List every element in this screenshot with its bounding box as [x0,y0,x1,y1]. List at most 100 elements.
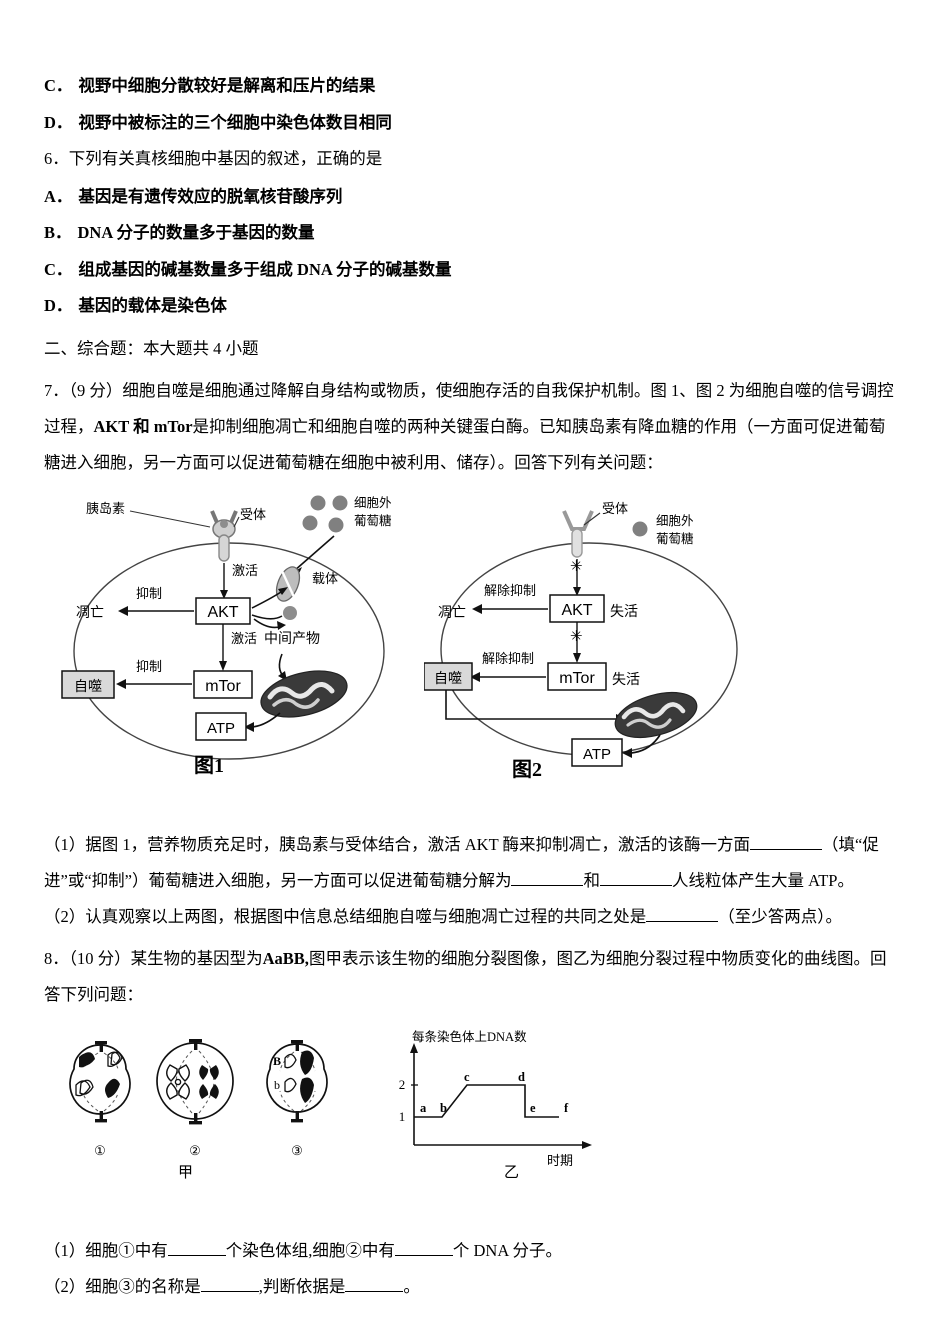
q7-stem-line3: 糖进入细胞，另一方面可以促进葡萄糖在细胞中被利用、储存）。回答下列有关问题： [44,452,663,472]
autophagy-box [61,669,115,699]
mtor-label: mTor [205,678,241,695]
mtor-box [193,669,253,699]
cell-3-diagram: B b [266,1039,328,1122]
chart-point-b: b [440,1101,447,1115]
option-label: C． [44,259,73,279]
chart-point-a: a [420,1101,427,1115]
q8-stem-c: 图甲表示该生物的细胞分裂图像，图乙为细胞分裂过程中物质变化的曲线图。回 [308,948,887,968]
cell-3-allele-lower: b [274,1078,280,1092]
option-text: DNA 分子的数量多于基因的数量 [77,223,315,242]
q7-sub2-text-a: （2）认真观察以上两图，根据图中信息总结细胞自噬与细胞凋亡过程的共同之处是 [44,906,647,926]
inhibit-label-1: 抑制 [136,586,162,601]
atp-box [195,711,247,741]
choice-text: 视野中被标注的三个细胞中染色体数目相同 [78,112,392,132]
question-7-sub-2: （2）认真观察以上两图，根据图中信息总结细胞自噬与细胞凋亡过程的共同之处是 （至少… [44,899,916,935]
figure-jia-caption: 甲 [178,1164,194,1181]
q7-stem-line2a: 过程， [44,416,94,436]
option-text: 基因是有遗传效应的脱氧核苷酸序列 [78,186,343,206]
option-text: 组成基因的碱基数量多于组成 DNA 分子的碱基数量 [78,259,452,279]
answer-blank[interactable] [345,1290,404,1292]
choice-c-q5: C． 视野中细胞分散较好是解离和压片的结果 [44,76,916,95]
chart-x-axis-label: 时期 [547,1153,573,1168]
question-6-option-a: A．基因是有遗传效应的脱氧核苷酸序列 [44,186,916,206]
figure-yi-chart: 每条染色体上DNA数 2 1 a b c d e f 时期 [399,1029,592,1168]
receptor-label: 受体 [602,501,628,516]
answer-blank[interactable] [511,884,584,886]
intermediate-product-label: 中间产物 [264,631,320,647]
q7-sub1-text-a: （1）据图 1，营养物质充足时，胰岛素与受体结合，激活 AKT 酶来抑制凋亡，激… [44,834,750,854]
q8-sub2-text-b: ,判断依据是 [258,1276,346,1296]
mtor-box [547,661,607,691]
apoptosis-label: 凋亡 [438,605,466,621]
akt-label: AKT [561,602,592,619]
answer-blank[interactable] [646,920,719,922]
answer-blank[interactable] [750,848,822,850]
receptor-label: 受体 [240,507,266,522]
mtor-inactive-label: 失活 [612,672,640,688]
figure-jia-cells: ① [69,1038,328,1158]
question-6-option-c: C．组成基因的碱基数量多于组成 DNA 分子的碱基数量 [44,259,916,279]
glucose-in-carrier-icon [283,605,297,620]
choice-label: C． [44,76,73,95]
q7-sub1-text-d: 和 [583,870,600,890]
extracellular-label-line1: 细胞外 [354,496,392,510]
choice-label: D． [44,112,73,132]
question-7-stem: 7．（9 分）细胞自噬是细胞通过降解自身结构或物质，使细胞存活的自我保护机制。图… [44,373,916,481]
cell-membrane-outline [440,541,738,756]
choice-text: 视野中细胞分散较好是解离和压片的结果 [78,76,376,95]
extracellular-label-line1: 细胞外 [656,514,694,528]
section-2-heading: 二、综合题：本大题共 4 小题 [44,338,259,358]
q8-sub2-text-c: 。 [403,1276,420,1296]
carrier-label: 载体 [312,571,338,586]
inhibit-label-2: 抑制 [136,659,162,674]
receptor-icon [210,509,238,562]
mitochondrion-icon [260,669,348,718]
extracellular-glucose-icon [302,495,348,532]
chart-point-d: d [518,1070,525,1084]
akt-inactive-label: 失活 [610,604,638,620]
q7-stem-line2c: 是抑制细胞凋亡和细胞自噬的两种关键蛋白酶。已知胰岛素有降血糖的作用（一方面可促进… [192,416,886,436]
blocked-marker-1: ✳ [570,558,583,575]
mitochondrion-icon [614,691,698,738]
cell-2-number: ② [189,1143,201,1158]
chart-y-axis-title: 每条染色体上DNA数 [412,1029,527,1044]
figure-2-diagram: 受体 细胞外 葡萄糖 ✳ AKT 失活 解除抑制 凋亡 ✳ [424,501,738,767]
mtor-label: mTor [559,670,595,687]
answer-blank[interactable] [167,1254,226,1256]
atp-label: ATP [207,720,235,737]
extracellular-label-line2: 葡萄糖 [656,531,694,546]
q8-stem-a: 8．（10 分）某生物的基因型为 [44,948,263,968]
question-6-option-d: D．基因的载体是染色体 [44,296,916,315]
question-8-sub-2: （2）细胞③的名称是,判断依据是。 [44,1269,916,1305]
chart-point-c: c [464,1070,470,1084]
figure-yi-caption: 乙 [504,1164,520,1181]
q7-sub1-text-e: 人线粒体产生大量 ATP。 [671,870,854,890]
answer-blank[interactable] [200,1290,259,1292]
chart-ytick-2: 2 [399,1077,406,1092]
q7-sub2-text-b: （至少答两点）。 [718,906,842,926]
chart-data-line [414,1083,559,1118]
q8-genotype: AaBB, [262,948,309,968]
figure-1-caption: 图1 [194,754,224,777]
activate-label-2: 激活 [231,631,257,646]
q7-enzyme-names: AKT 和 mTor [93,416,193,436]
answer-blank[interactable] [599,884,672,886]
q8-sub1-text-b: 个染色体组,细胞②中有 [225,1240,395,1260]
blocked-marker-2: ✳ [570,628,583,645]
q8-stem-line2: 答下列问题： [44,984,143,1004]
option-label: D． [44,296,73,315]
answer-blank[interactable] [394,1254,453,1256]
cell-1-number: ① [94,1143,106,1158]
option-label: B． [44,223,72,242]
figure-jia-and-yi-area: ① [44,1027,916,1207]
question-8-stem: 8．（10 分）某生物的基因型为AaBB,图甲表示该生物的细胞分裂图像，图乙为细… [44,941,916,1013]
atp-box [571,737,623,767]
question-6-option-b: B． DNA 分子的数量多于基因的数量 [44,223,916,242]
question-6-stem: 6．下列有关真核细胞中基因的叙述，正确的是 [44,149,383,168]
q7-sub1-text-b: （填“促 [822,834,879,854]
extracellular-label-line2: 葡萄糖 [354,513,392,528]
q7-sub1-text-c: 进”或“抑制”）葡萄糖进入细胞，另一方面可以促进葡萄糖分解为 [44,870,512,890]
cell-1-diagram [69,1040,131,1122]
choice-d-q5: D．视野中被标注的三个细胞中染色体数目相同 [44,112,916,132]
